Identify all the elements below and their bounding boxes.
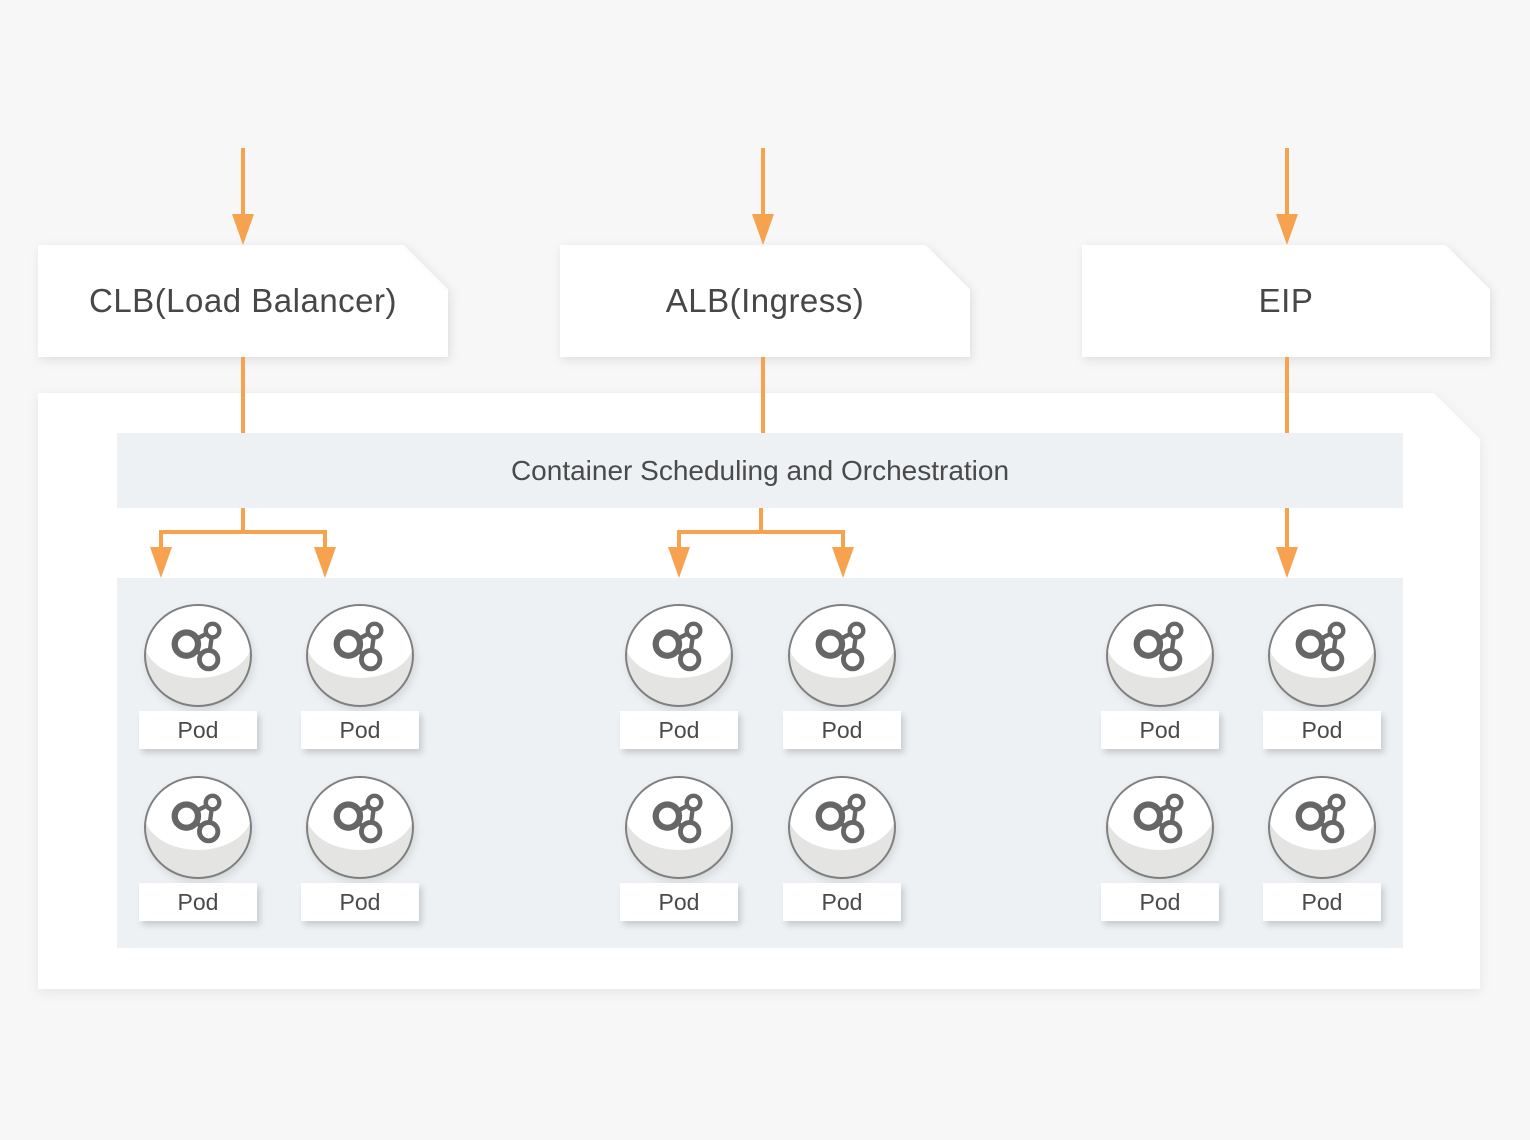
orchestration-banner: Container Scheduling and Orchestration (117, 433, 1403, 508)
pod-label-text: Pod (821, 888, 863, 915)
molecule-icon (171, 621, 222, 672)
pod-label-text: Pod (658, 716, 700, 743)
pod-label: Pod (620, 883, 738, 921)
pod-cylinder-icon (788, 604, 896, 707)
pod-label-text: Pod (1139, 888, 1181, 915)
alb-node-box: ALB(Ingress) (560, 245, 970, 357)
pod-label-text: Pod (821, 716, 863, 743)
pod-label: Pod (1101, 883, 1219, 921)
molecule-icon (171, 793, 222, 844)
clb-node-label: CLB(Load Balancer) (89, 282, 397, 319)
clb-entry-arrowhead-icon (232, 214, 254, 245)
molecule-icon (652, 621, 703, 672)
pod-label: Pod (1101, 711, 1219, 749)
molecule-icon (815, 793, 866, 844)
pod-label-text: Pod (1301, 716, 1343, 743)
pod-cylinder-body (1268, 776, 1376, 879)
pod-cylinder-icon (1268, 776, 1376, 879)
pod-cylinder-icon (625, 604, 733, 707)
alb-entry-arrowhead-icon (752, 214, 774, 245)
pod-label-text: Pod (339, 888, 381, 915)
pod-label: Pod (1263, 883, 1381, 921)
pod-label-text: Pod (177, 716, 219, 743)
clb-split-right-arrowhead-icon (314, 547, 336, 578)
pod-cylinder-icon (306, 604, 414, 707)
molecule-icon (1133, 793, 1184, 844)
eip-node: EIP (1082, 245, 1490, 357)
pod-cylinder-body (1268, 604, 1376, 707)
molecule-icon (333, 621, 384, 672)
molecule-icon (333, 793, 384, 844)
pod-label: Pod (783, 883, 901, 921)
molecule-icon (1133, 621, 1184, 672)
pod-cylinder-body (788, 776, 896, 879)
pod-label-text: Pod (177, 888, 219, 915)
orchestration-banner-label: Container Scheduling and Orchestration (510, 454, 1010, 486)
pod-cylinder-icon (1268, 604, 1376, 707)
clb-node-box: CLB(Load Balancer) (38, 245, 448, 357)
pod-label: Pod (783, 711, 901, 749)
clb-split-left-arrowhead-icon (150, 547, 172, 578)
clb-split-stub-icon (241, 508, 245, 530)
alb-split-bar-icon (677, 530, 845, 534)
molecule-icon (1295, 621, 1346, 672)
alb-split-right-drop-icon (841, 530, 845, 548)
alb-entry-arrow-shaft-icon (761, 148, 765, 214)
alb-split-left-arrowhead-icon (668, 547, 690, 578)
pod-label: Pod (301, 711, 419, 749)
pod-cylinder-icon (144, 776, 252, 879)
pod-label-text: Pod (1301, 888, 1343, 915)
alb-to-banner-connector-icon (761, 357, 765, 433)
alb-node: ALB(Ingress) (560, 245, 970, 357)
eip-to-banner-connector-icon (1285, 357, 1289, 433)
pod-label-text: Pod (1139, 716, 1181, 743)
molecule-icon (652, 793, 703, 844)
alb-split-right-arrowhead-icon (832, 547, 854, 578)
pod-label: Pod (301, 883, 419, 921)
molecule-icon (815, 621, 866, 672)
eip-to-pods-shaft-icon (1285, 508, 1289, 548)
pod-cylinder-icon (144, 604, 252, 707)
alb-node-label: ALB(Ingress) (665, 282, 865, 319)
eip-node-box: EIP (1082, 245, 1490, 357)
pod-cylinder-icon (1106, 776, 1214, 879)
clb-entry-arrow-shaft-icon (241, 148, 245, 214)
pod-label-text: Pod (658, 888, 700, 915)
pod-label: Pod (139, 883, 257, 921)
pod-cylinder-icon (1106, 604, 1214, 707)
clb-split-bar-icon (159, 530, 327, 534)
pod-cylinder-icon (306, 776, 414, 879)
eip-to-pods-arrowhead-icon (1276, 547, 1298, 578)
eip-entry-arrow-shaft-icon (1285, 148, 1289, 214)
clb-split-left-drop-icon (159, 530, 163, 548)
eip-entry-arrowhead-icon (1276, 214, 1298, 245)
eip-node-label: EIP (1258, 282, 1314, 319)
pod-cylinder-icon (625, 776, 733, 879)
alb-split-stub-icon (759, 508, 763, 530)
pod-label: Pod (139, 711, 257, 749)
pod-label: Pod (620, 711, 738, 749)
pod-label: Pod (1263, 711, 1381, 749)
molecule-icon (1295, 793, 1346, 844)
pod-label-text: Pod (339, 716, 381, 743)
pod-cylinder-body (306, 604, 414, 707)
clb-to-banner-connector-icon (241, 357, 245, 433)
clb-node: CLB(Load Balancer) (38, 245, 448, 357)
clb-split-right-drop-icon (323, 530, 327, 548)
pod-cylinder-icon (788, 776, 896, 879)
alb-split-left-drop-icon (677, 530, 681, 548)
